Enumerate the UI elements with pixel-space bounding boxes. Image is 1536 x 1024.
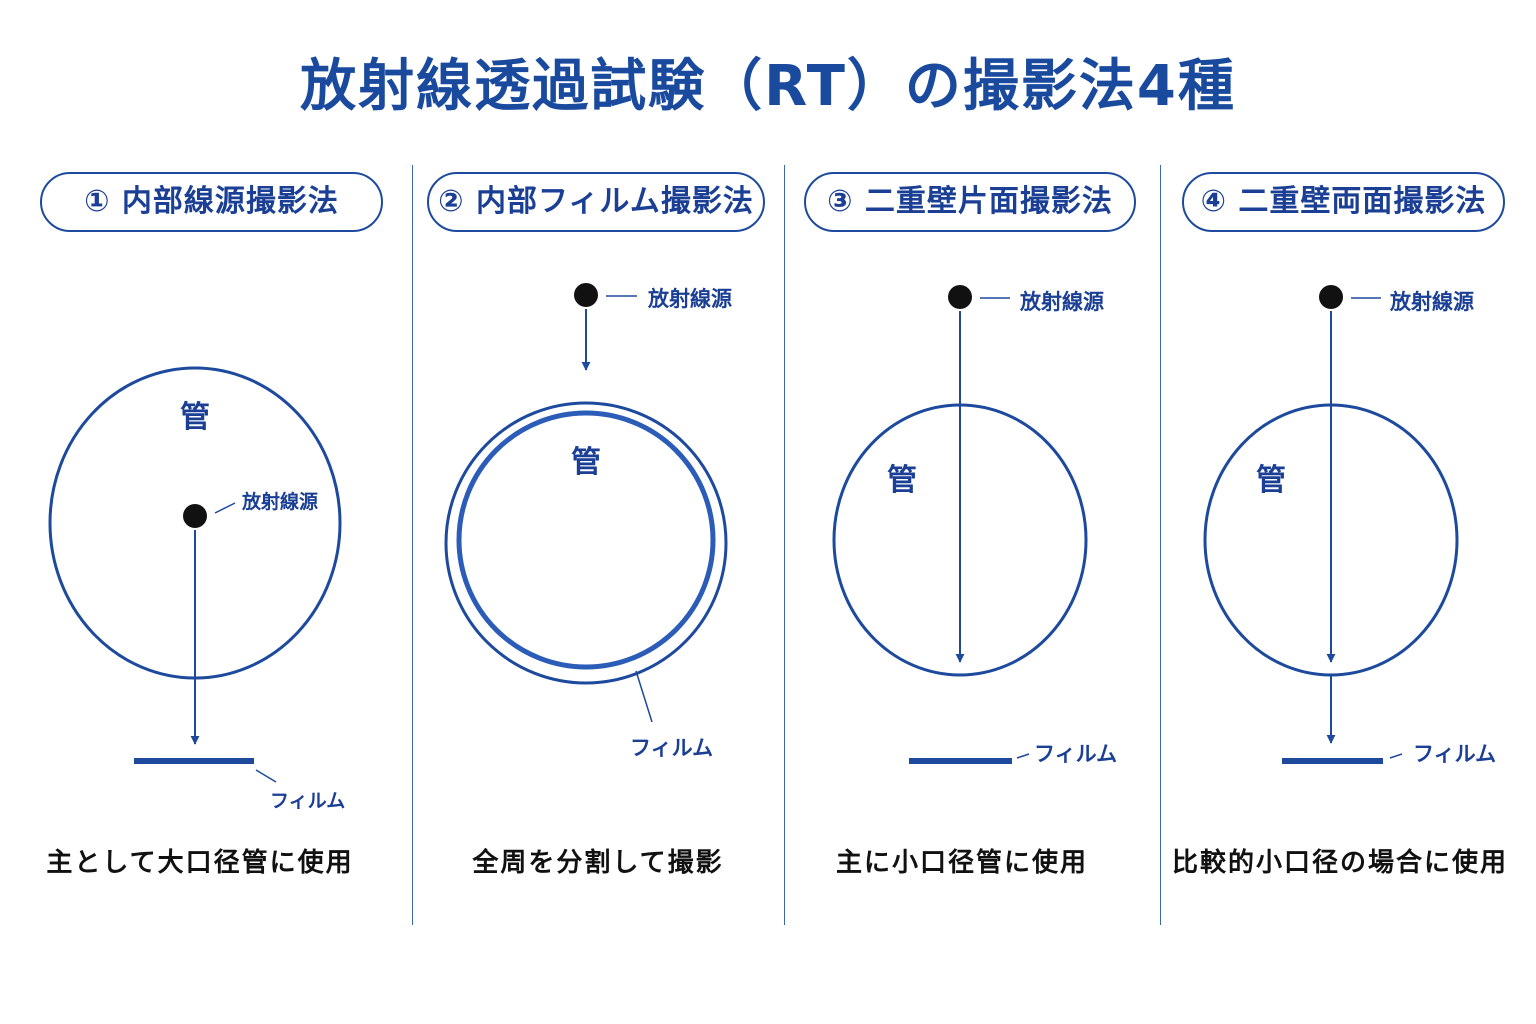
source-label: 放射線源 [1389, 290, 1474, 314]
method-label-double-wall-single-image: ③ 二重壁片面撮影法 [804, 172, 1136, 232]
film-leader-line [635, 670, 653, 723]
source-label: 放射線源 [647, 287, 732, 311]
diagram-double-wall-single-image: 放射線源 管 フィルム [832, 285, 1117, 766]
pipe-label: 管 [1256, 463, 1286, 498]
film-leader-line [255, 769, 277, 783]
method-label-double-wall-double-image: ④ 二重壁両面撮影法 [1182, 172, 1505, 232]
source-label: 放射線源 [1019, 290, 1104, 314]
source-label: 放射線源 [241, 490, 318, 513]
film-leader-line [1389, 753, 1403, 759]
column-divider [412, 165, 413, 925]
caption-internal-source: 主として大口径管に使用 [46, 848, 354, 878]
method-label-internal-source: ① 内部線源撮影法 [40, 172, 383, 232]
diagram-internal-source: 管 放射線源 フィルム [48, 366, 345, 812]
caption-double-wall-double-image: 比較的小口径の場合に使用 [1171, 848, 1508, 878]
pipe-label: 管 [180, 400, 210, 435]
pipe-label: 管 [887, 463, 917, 498]
film-leader-line [1016, 753, 1030, 759]
radiation-source-dot [948, 285, 972, 309]
film-label: フィルム [630, 736, 713, 760]
pipe-label: 管 [571, 445, 601, 480]
method-label-internal-film: ② 内部フィルム撮影法 [427, 172, 765, 232]
diagram-double-wall-double-image: 放射線源 管 フィルム [1203, 285, 1496, 766]
column-divider [784, 165, 785, 925]
internal-film-ring [456, 410, 716, 670]
radiation-source-dot [574, 283, 598, 307]
caption-double-wall-single-image: 主に小口径管に使用 [835, 848, 1088, 878]
radiation-source-dot [183, 504, 207, 528]
film-label: フィルム [270, 790, 345, 812]
pipe-outer-wall [444, 401, 728, 685]
column-divider [1160, 165, 1161, 925]
source-leader-line [214, 502, 236, 514]
page-title: 放射線透過試験（RT）の撮影法4種 [300, 54, 1236, 119]
diagram-internal-film: 放射線源 管 フィルム [444, 283, 732, 760]
radiation-source-dot [1319, 285, 1343, 309]
film-label: フィルム [1034, 742, 1117, 766]
caption-internal-film: 全周を分割して撮影 [472, 848, 724, 878]
film-label: フィルム [1413, 742, 1496, 766]
